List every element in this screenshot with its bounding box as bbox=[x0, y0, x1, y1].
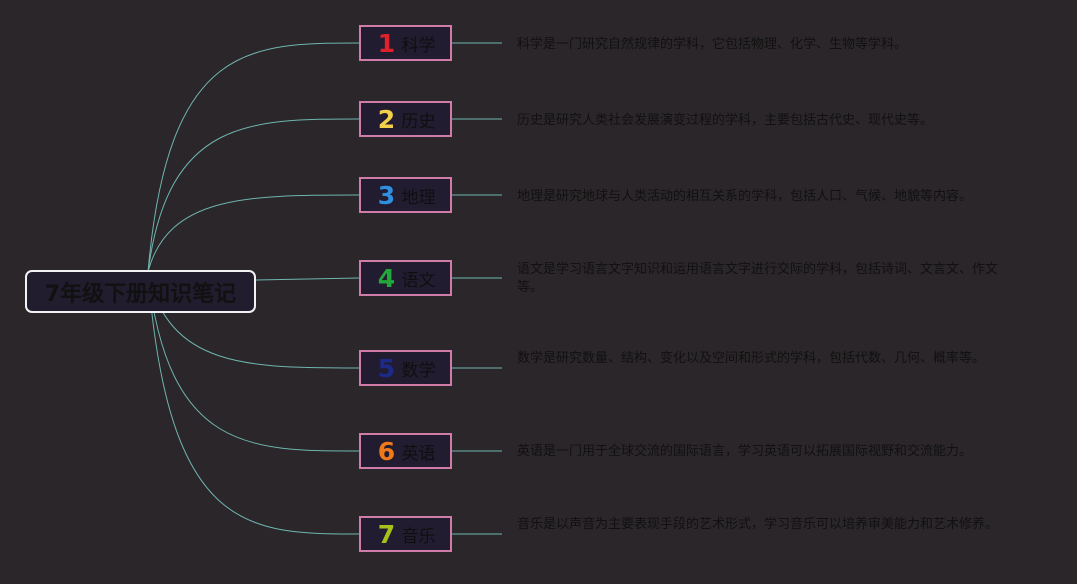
topic-description[interactable]: 音乐是以声音为主要表现手段的艺术形式，学习音乐可以培养审美能力和艺术修养。 bbox=[517, 517, 999, 532]
link-root-to-topic bbox=[255, 277, 360, 281]
topic-description[interactable]: 历史是研究人类社会发展演变过程的学科，主要包括古代史、现代史等。 bbox=[517, 113, 934, 128]
root-title: 7年级下册知识笔记 bbox=[44, 281, 237, 307]
link-root-to-topic bbox=[147, 271, 360, 452]
topic-description[interactable]: 数学是研究数量、结构、变化以及空间和形式的学科，包括代数、几何、概率等。 bbox=[517, 351, 986, 366]
link-root-to-topic bbox=[147, 118, 360, 273]
number-5-icon: 5 bbox=[377, 353, 396, 383]
link-root-to-topic bbox=[147, 42, 360, 273]
topic-node-geography[interactable]: 3 地理 bbox=[359, 177, 452, 213]
topic-label: 音乐 bbox=[401, 526, 436, 547]
number-2-icon: 2 bbox=[377, 104, 396, 134]
topic-label: 地理 bbox=[401, 187, 436, 208]
root-node[interactable]: 7年级下册知识笔记 bbox=[25, 270, 256, 313]
topic-node-english[interactable]: 6 英语 bbox=[359, 433, 452, 469]
topic-label: 数学 bbox=[401, 360, 436, 381]
topic-label: 科学 bbox=[401, 35, 436, 56]
link-root-to-topic bbox=[147, 194, 360, 273]
topic-label: 历史 bbox=[401, 111, 436, 132]
link-root-to-topic bbox=[147, 271, 360, 535]
topic-label: 语文 bbox=[401, 270, 436, 291]
topic-node-music[interactable]: 7 音乐 bbox=[359, 516, 452, 552]
topic-node-history[interactable]: 2 历史 bbox=[359, 101, 452, 137]
topic-description[interactable]: 语文是学习语言文字知识和运用语言文字进行交际的学科，包括诗词、文言文、作文等。 bbox=[517, 262, 999, 295]
number-1-icon: 1 bbox=[377, 28, 396, 58]
topic-description[interactable]: 科学是一门研究自然规律的学科，它包括物理、化学、生物等学科。 bbox=[517, 37, 908, 52]
number-4-icon: 4 bbox=[377, 263, 396, 293]
topic-node-math[interactable]: 5 数学 bbox=[359, 350, 452, 386]
number-6-icon: 6 bbox=[377, 436, 396, 466]
topic-node-chinese[interactable]: 4 语文 bbox=[359, 260, 452, 296]
topic-description[interactable]: 地理是研究地球与人类活动的相互关系的学科，包括人口、气候、地貌等内容。 bbox=[517, 189, 973, 204]
number-7-icon: 7 bbox=[377, 519, 396, 549]
topic-label: 英语 bbox=[401, 443, 436, 464]
topic-node-science[interactable]: 1 科学 bbox=[359, 25, 452, 61]
topic-description[interactable]: 英语是一门用于全球交流的国际语言，学习英语可以拓展国际视野和交流能力。 bbox=[517, 444, 973, 459]
number-3-icon: 3 bbox=[377, 180, 396, 210]
